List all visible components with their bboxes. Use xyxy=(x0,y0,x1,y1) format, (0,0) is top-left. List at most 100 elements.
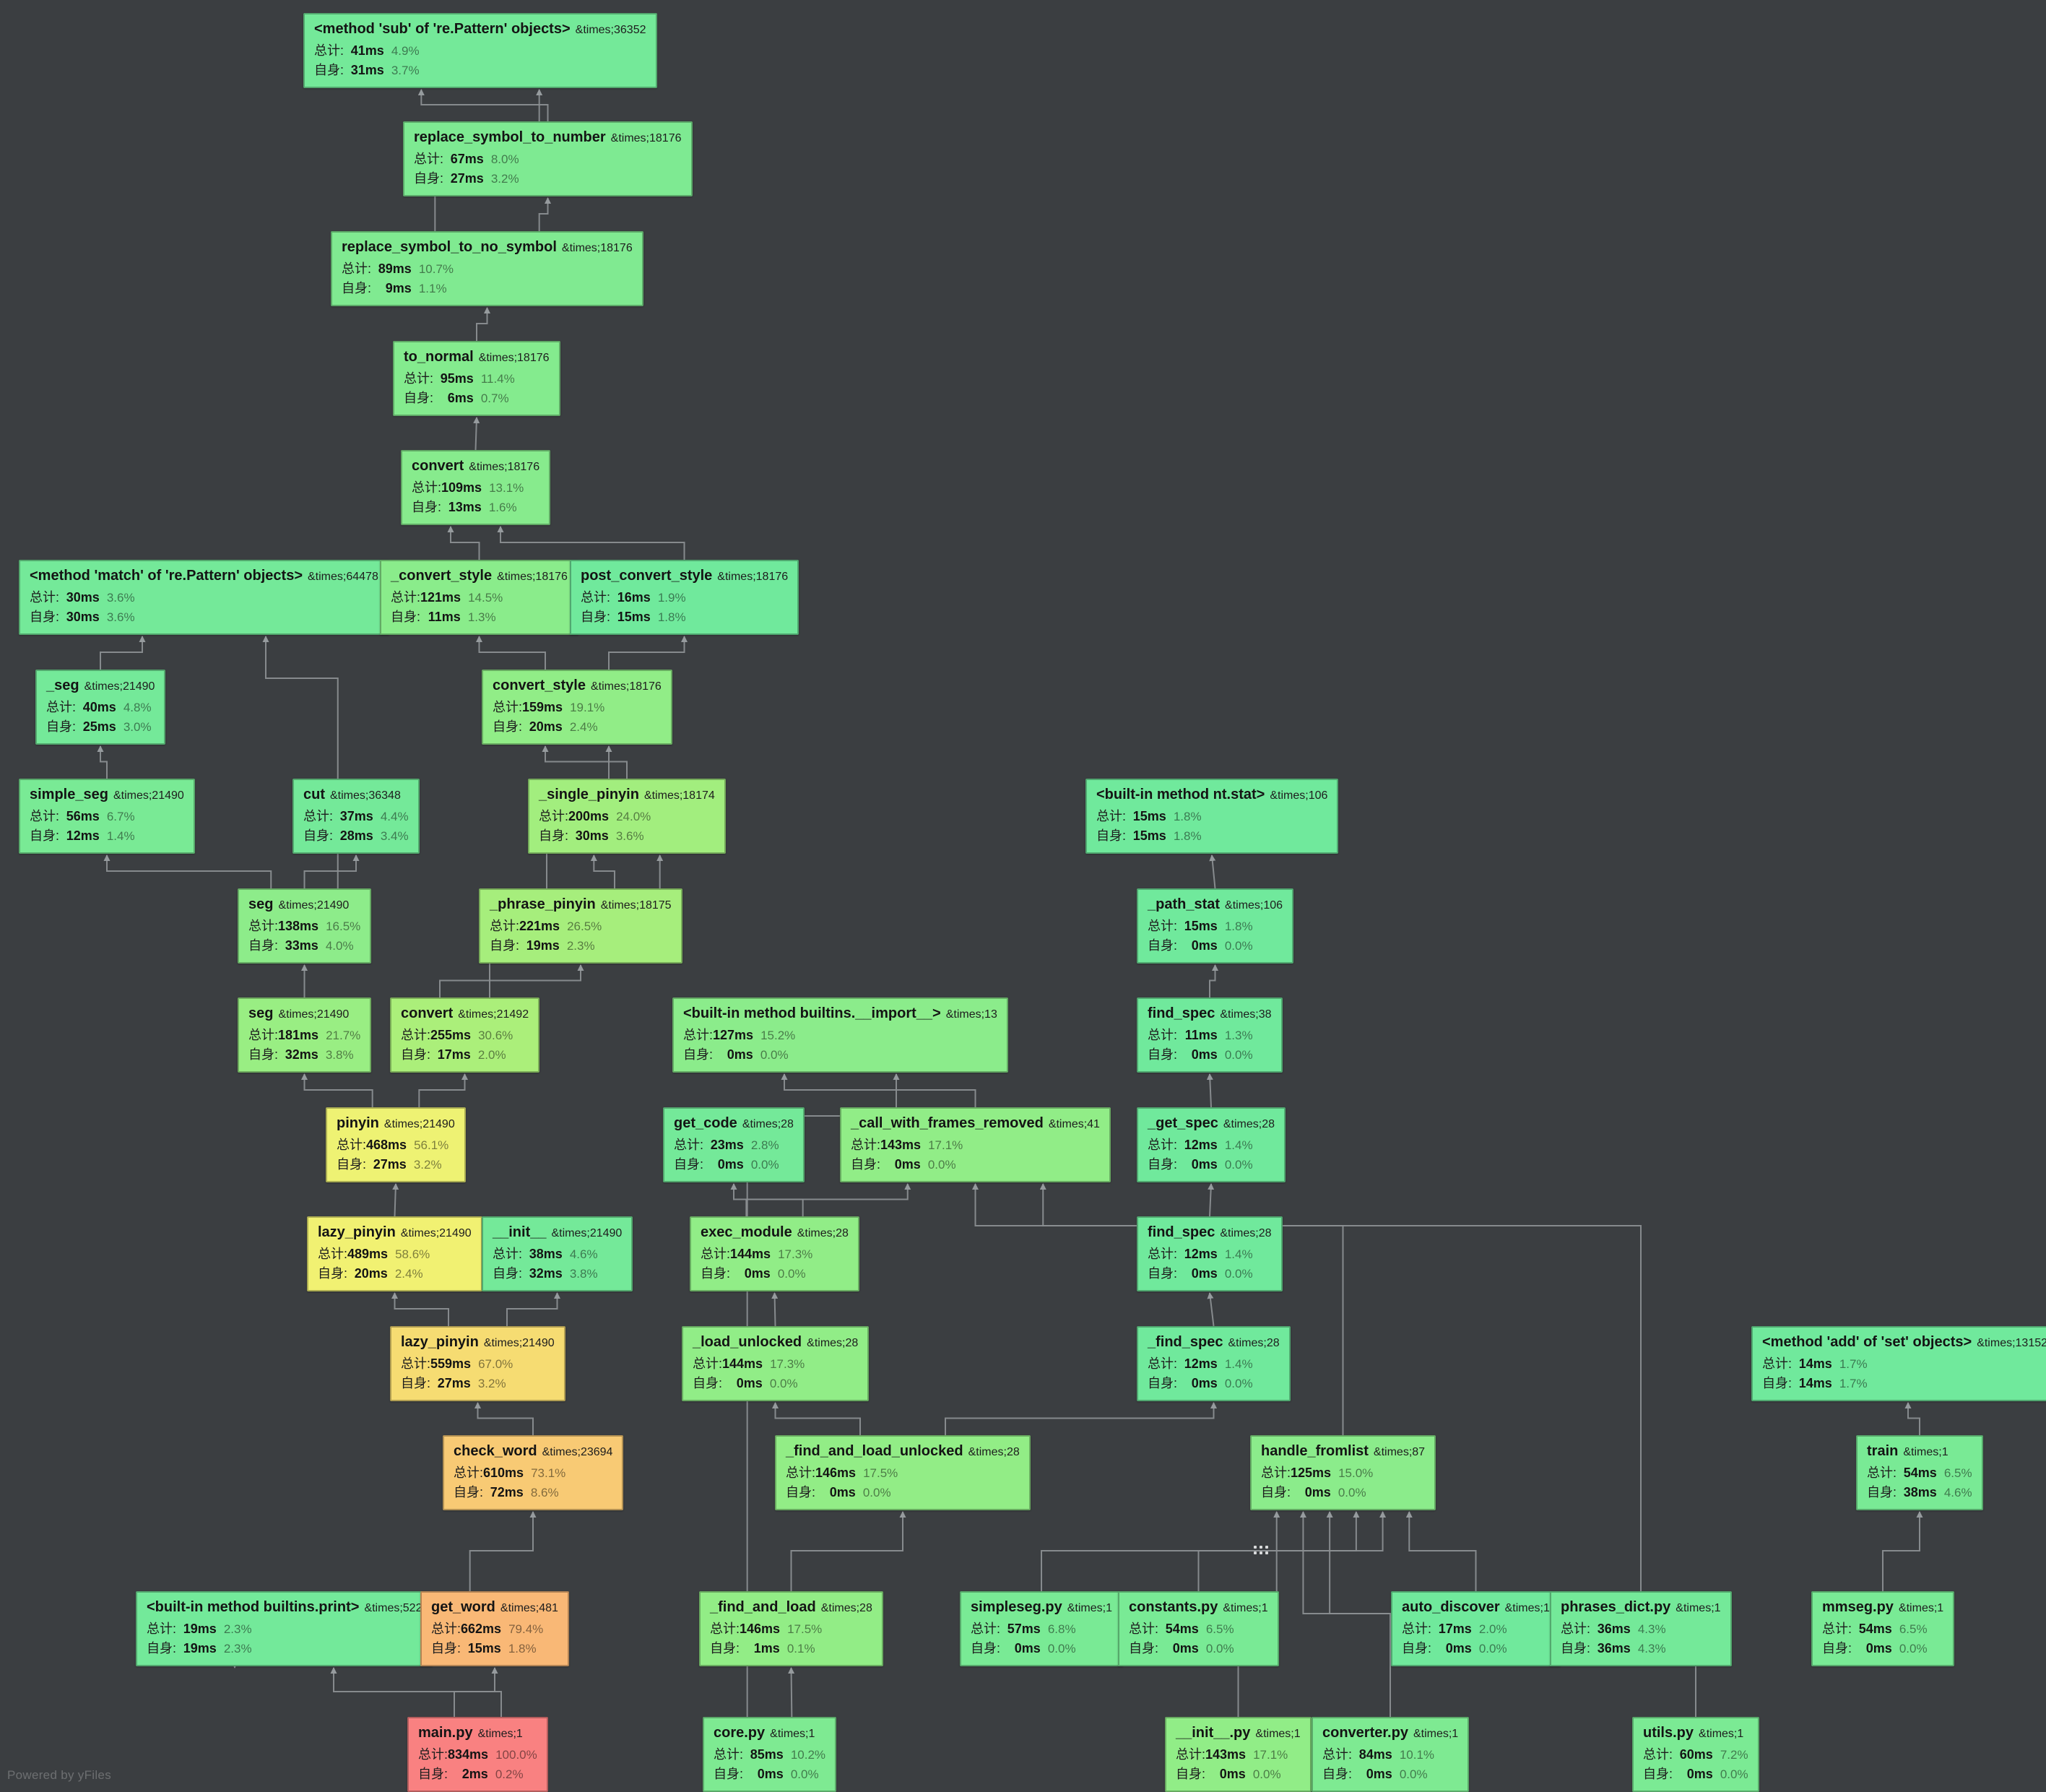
total-percent: 14.5% xyxy=(468,591,503,605)
total-percent: 2.3% xyxy=(223,1622,252,1636)
self-percent: 0.0% xyxy=(790,1767,819,1781)
call-edge xyxy=(945,1402,1217,1435)
total-label: 总计: xyxy=(30,590,60,605)
node-function-name: _call_with_frames_removed xyxy=(851,1115,1044,1131)
node-call-count: &times;1 xyxy=(1898,1602,1944,1614)
total-label: 总计: xyxy=(30,809,60,823)
node-call-count: &times;21490 xyxy=(400,1227,472,1239)
self-label: 自身: xyxy=(391,610,421,624)
self-percent: 1.8% xyxy=(508,1642,537,1655)
graph-node[interactable]: <method 'add' of 'set' objects>&times;13… xyxy=(1751,1326,2046,1401)
self-label: 自身: xyxy=(401,1047,431,1062)
node-call-count: &times;18175 xyxy=(600,899,672,912)
node-call-count: &times;21492 xyxy=(458,1008,529,1021)
node-function-name: <built-in method builtins.print> xyxy=(147,1599,360,1615)
total-percent: 17.3% xyxy=(778,1247,813,1261)
self-percent: 0.0% xyxy=(862,1486,891,1499)
total-label: 总计: xyxy=(1148,1247,1178,1261)
self-label: 自身: xyxy=(1822,1641,1852,1655)
node-header: _convert_style&times;18176 xyxy=(391,567,568,585)
node-header: <method 'sub' of 're.Pattern' objects>&t… xyxy=(314,20,646,38)
total-value: 489ms xyxy=(347,1247,389,1261)
call-edge xyxy=(538,197,551,231)
edge-junction-dots xyxy=(1254,1546,1269,1555)
total-label: 总计: xyxy=(314,43,344,58)
self-value: 30ms xyxy=(575,828,609,843)
node-function-name: replace_symbol_to_no_symbol xyxy=(342,239,557,255)
total-label: 总计: xyxy=(147,1622,177,1636)
self-percent: 3.2% xyxy=(413,1158,442,1172)
node-header: find_spec&times;28 xyxy=(1148,1224,1272,1242)
graph-node[interactable]: <built-in method builtins.__import__>&ti… xyxy=(672,997,1008,1073)
yfiles-watermark[interactable]: Powered by yFiles xyxy=(7,1768,111,1782)
self-label: 自身: xyxy=(303,828,334,843)
total-value: 125ms xyxy=(1291,1466,1332,1480)
graph-node[interactable]: <method 'sub' of 're.Pattern' objects>&t… xyxy=(303,13,657,88)
graph-node[interactable]: <method 'match' of 're.Pattern' objects>… xyxy=(19,560,389,635)
node-call-count: &times;18176 xyxy=(717,571,789,583)
self-value: 15ms xyxy=(467,1641,501,1655)
self-percent: 1.4% xyxy=(106,829,135,843)
node-header: mmseg.py&times;1 xyxy=(1822,1598,1943,1616)
graph-node[interactable]: <built-in method builtins.print>&times;5… xyxy=(136,1591,433,1666)
node-function-name: get_code xyxy=(674,1115,737,1131)
self-value: 0ms xyxy=(736,1376,763,1390)
self-value: 20ms xyxy=(354,1266,388,1281)
node-function-name: handle_fromlist xyxy=(1261,1443,1369,1459)
